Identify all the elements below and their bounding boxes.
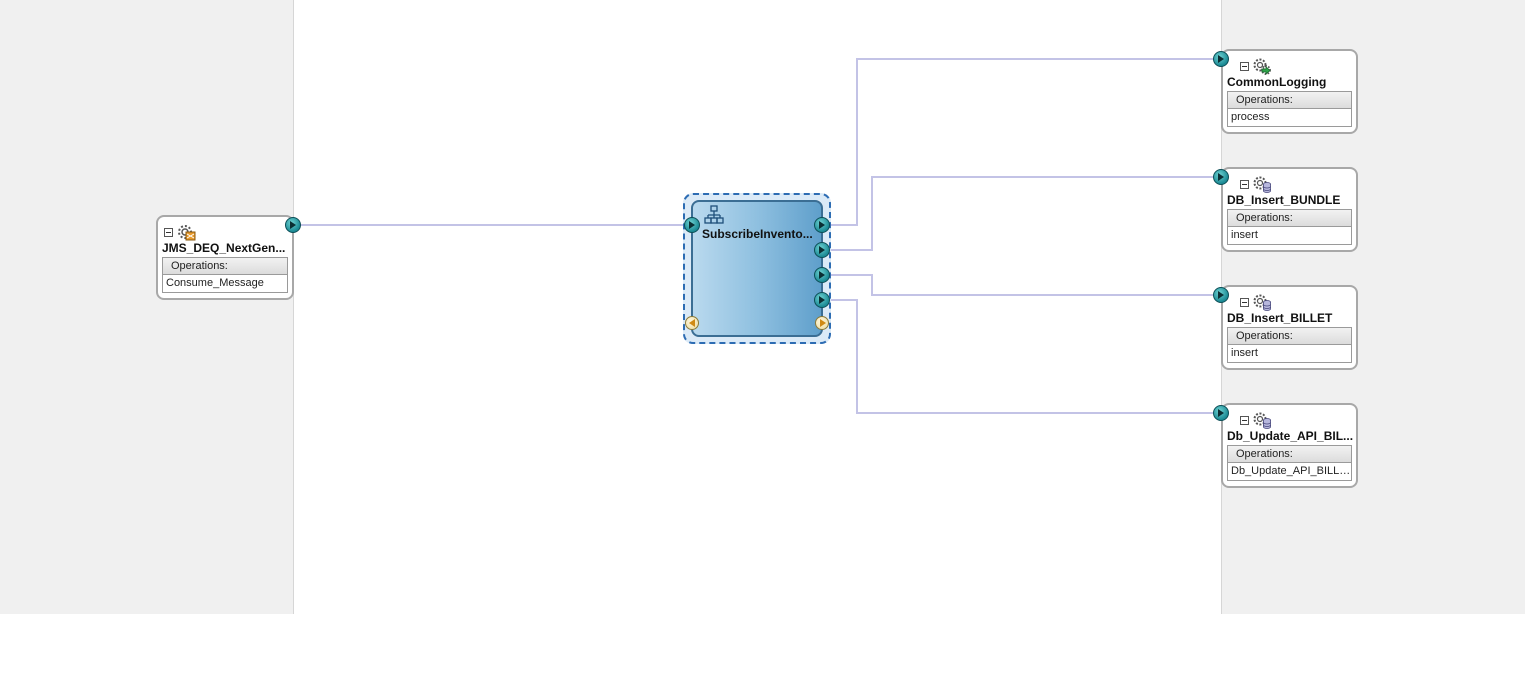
reference-header: [1240, 293, 1272, 311]
service-operations: Operations: Consume_Message: [162, 257, 288, 293]
operation-name[interactable]: Consume_Message: [163, 275, 287, 292]
mediator-component[interactable]: SubscribeInvento...: [691, 200, 823, 337]
service-name: JMS_DEQ_NextGen...: [162, 241, 286, 255]
operations-label: Operations:: [163, 258, 287, 275]
operations-label: Operations:: [1228, 92, 1351, 109]
reference-operations: Operations: process: [1227, 91, 1352, 127]
service-port-out[interactable]: [285, 217, 301, 233]
mediator-port-out-1[interactable]: [814, 217, 830, 233]
mediator-name: SubscribeInvento...: [702, 227, 813, 241]
mediator-port-out-4[interactable]: [814, 292, 830, 308]
wire-mediator-to-db-update-api[interactable]: [830, 299, 1213, 414]
reference-name: CommonLogging: [1227, 75, 1327, 89]
collapse-icon[interactable]: [1240, 415, 1249, 425]
mediator-port-in[interactable]: [684, 217, 700, 233]
reference-component-db-insert-billet[interactable]: DB_Insert_BILLET Operations: insert: [1221, 285, 1358, 370]
service-component[interactable]: JMS_DEQ_NextGen... Operations: Consume_M…: [156, 215, 294, 300]
mediator-callback-port-right[interactable]: [815, 316, 829, 330]
db-adapter-icon: [1253, 176, 1271, 193]
collapse-icon[interactable]: [1240, 297, 1249, 307]
bpel-gear-icon: [1253, 58, 1271, 75]
reference-header: [1240, 57, 1272, 75]
db-adapter-icon: [1253, 412, 1271, 429]
operation-name[interactable]: insert: [1228, 345, 1351, 362]
reference-name: Db_Update_API_BIL...: [1227, 429, 1354, 443]
reference-header: [1240, 411, 1272, 429]
reference-component-db-insert-bundle[interactable]: DB_Insert_BUNDLE Operations: insert: [1221, 167, 1358, 252]
wire-mediator-to-commonlogging[interactable]: [830, 58, 1213, 226]
exposed-services-lane: [0, 0, 294, 614]
jms-adapter-icon: [178, 225, 196, 241]
reference-header: [1240, 175, 1272, 193]
reference-operations: Operations: insert: [1227, 209, 1352, 245]
collapse-icon[interactable]: [164, 227, 173, 237]
reference-component-db-update-api[interactable]: Db_Update_API_BIL... Operations: Db_Upda…: [1221, 403, 1358, 488]
db-adapter-icon: [1253, 294, 1271, 311]
collapse-icon[interactable]: [1240, 179, 1249, 189]
reference-component-commonlogging[interactable]: CommonLogging Operations: process: [1221, 49, 1358, 134]
reference-operations: Operations: insert: [1227, 327, 1352, 363]
reference-name: DB_Insert_BUNDLE: [1227, 193, 1341, 207]
operations-label: Operations:: [1228, 328, 1351, 345]
wire-mediator-to-db-insert-bundle[interactable]: [830, 176, 1213, 251]
reference-port-db-insert-billet[interactable]: [1213, 287, 1229, 303]
mediator-port-out-2[interactable]: [814, 242, 830, 258]
operations-label: Operations:: [1228, 210, 1351, 227]
reference-port-db-insert-bundle[interactable]: [1213, 169, 1229, 185]
wire-mediator-to-db-insert-billet[interactable]: [830, 274, 1213, 296]
reference-port-commonlogging[interactable]: [1213, 51, 1229, 67]
mediator-tree-icon: [704, 205, 724, 224]
reference-name: DB_Insert_BILLET: [1227, 311, 1333, 325]
reference-operations: Operations: Db_Update_API_BILLE...: [1227, 445, 1352, 481]
operation-name[interactable]: insert: [1228, 227, 1351, 244]
operation-name[interactable]: Db_Update_API_BILLE...: [1228, 463, 1351, 480]
mediator-callback-port-left[interactable]: [685, 316, 699, 330]
operations-label: Operations:: [1228, 446, 1351, 463]
collapse-icon[interactable]: [1240, 61, 1249, 71]
mediator-port-out-3[interactable]: [814, 267, 830, 283]
operation-name[interactable]: process: [1228, 109, 1351, 126]
service-header: [164, 223, 196, 241]
reference-port-db-update-api[interactable]: [1213, 405, 1229, 421]
